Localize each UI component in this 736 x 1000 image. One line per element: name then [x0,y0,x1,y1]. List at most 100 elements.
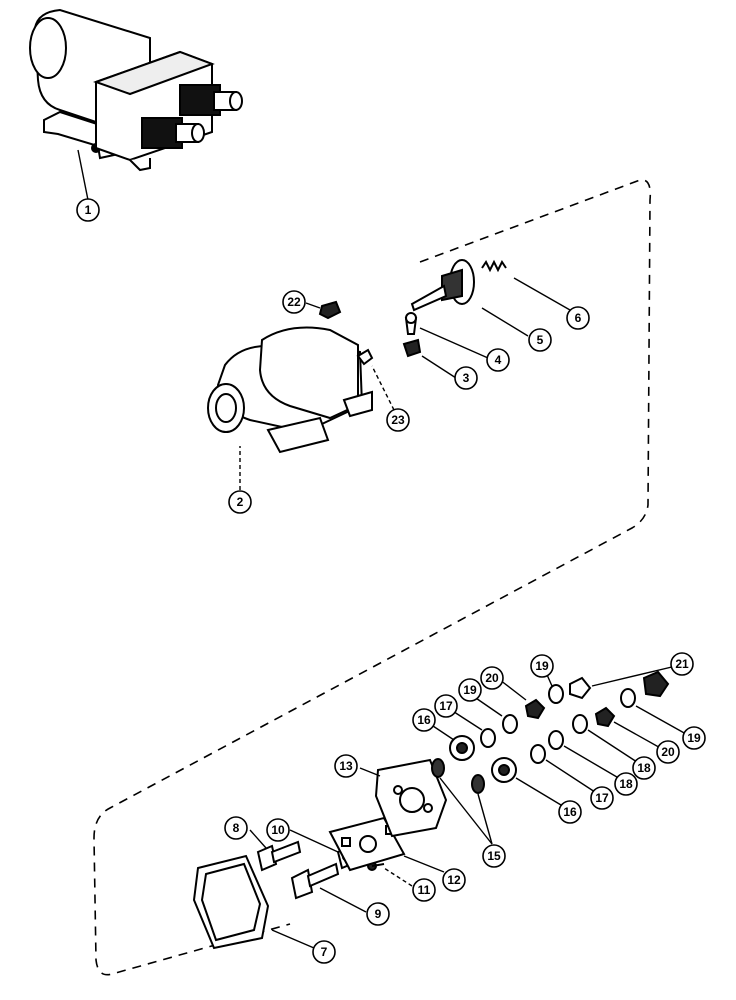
leader-8 [249,829,267,849]
leader-16b [515,777,567,809]
leader-12 [403,855,445,873]
lockwasher-19 [502,684,636,734]
leader-5 [481,307,529,337]
callout-label: 11 [418,883,431,897]
washer-15 [431,758,485,794]
contact-3 [402,338,422,358]
leader-18a [563,745,623,781]
callout-13: 13 [334,754,358,778]
callout-label: 20 [661,745,675,759]
callout-label: 23 [391,413,405,427]
leader-13 [359,767,381,777]
leader-22 [305,302,321,309]
callout-15: 15 [482,844,506,868]
leader-20b [613,721,665,751]
leader-6 [513,277,571,311]
callout-label: 22 [287,295,301,309]
callout-label: 16 [417,713,431,727]
callout-22: 22 [282,290,306,314]
leader-18b [587,729,641,765]
callout-label: 13 [339,759,353,773]
leader-1 [77,149,89,201]
plunger-5 [410,259,475,312]
callout-label: 17 [595,791,609,805]
leader-15b [477,793,493,845]
callout-label: 7 [321,945,328,959]
callout-label: 18 [619,777,633,791]
screw-4 [404,312,418,335]
callout-20b: 20 [656,740,680,764]
callout-17b: 17 [590,786,614,810]
callout-label: 15 [487,849,501,863]
terminal-stud-2 [141,117,205,149]
bolt-8 [256,840,302,872]
callout-label: 10 [271,823,285,837]
callout-1: 1 [76,198,100,222]
callout-23: 23 [386,408,410,432]
callout-label: 5 [537,333,544,347]
callout-label: 19 [535,659,549,673]
callout-label: 21 [675,657,689,671]
cap-13 [374,758,448,838]
leader-3 [421,355,457,379]
callout-label: 16 [563,805,577,819]
callout-2: 2 [228,490,252,514]
callout-8: 8 [224,816,248,840]
terminal-stud-1 [179,84,243,116]
callout-10: 10 [266,818,290,842]
nut-22 [318,300,342,320]
gasket-7 [192,854,270,950]
leader-9 [319,887,367,913]
callout-label: 18 [637,761,651,775]
callout-7: 7 [312,940,336,964]
leader-21 [591,665,677,687]
leader-19c [635,705,687,735]
callout-19c: 19 [682,726,706,750]
leader-7 [271,929,315,949]
nut-20 [524,698,616,728]
leader-4 [419,327,489,359]
solenoid-assembly [29,8,243,172]
leader-11 [383,867,413,887]
callout-label: 20 [485,671,499,685]
leader-10 [289,829,339,853]
lockwasher-18 [548,714,588,750]
callout-18a: 18 [614,772,638,796]
spring-6 [481,259,507,273]
callout-12: 12 [442,868,466,892]
callout-label: 17 [439,699,453,713]
callout-20a: 20 [480,666,504,690]
callout-label: 19 [687,731,701,745]
callout-16b: 16 [558,800,582,824]
bolt-9 [290,862,340,900]
callout-3: 3 [454,366,478,390]
leader-15a [439,777,493,845]
leader-23 [371,365,395,411]
callout-label: 4 [495,353,502,367]
callout-label: 1 [85,203,92,217]
plate-12 [328,816,406,872]
callout-16a: 16 [412,708,436,732]
callout-11: 11 [412,878,436,902]
leader-17b [545,759,599,795]
callout-label: 8 [233,821,240,835]
nut-21 [569,670,670,700]
callout-21: 21 [670,652,694,676]
callout-label: 19 [463,683,477,697]
callout-4: 4 [486,348,510,372]
solenoid-body [207,326,373,454]
callout-19b: 19 [530,654,554,678]
callout-18b: 18 [632,756,656,780]
callout-label: 2 [237,495,244,509]
callout-6: 6 [566,306,590,330]
washer-17 [480,728,546,764]
callout-5: 5 [528,328,552,352]
callout-17a: 17 [434,694,458,718]
bushing-16 [449,735,517,783]
callout-label: 9 [375,907,382,921]
callout-label: 3 [463,371,470,385]
callout-9: 9 [366,902,390,926]
callout-label: 6 [575,311,582,325]
callout-label: 12 [447,873,461,887]
